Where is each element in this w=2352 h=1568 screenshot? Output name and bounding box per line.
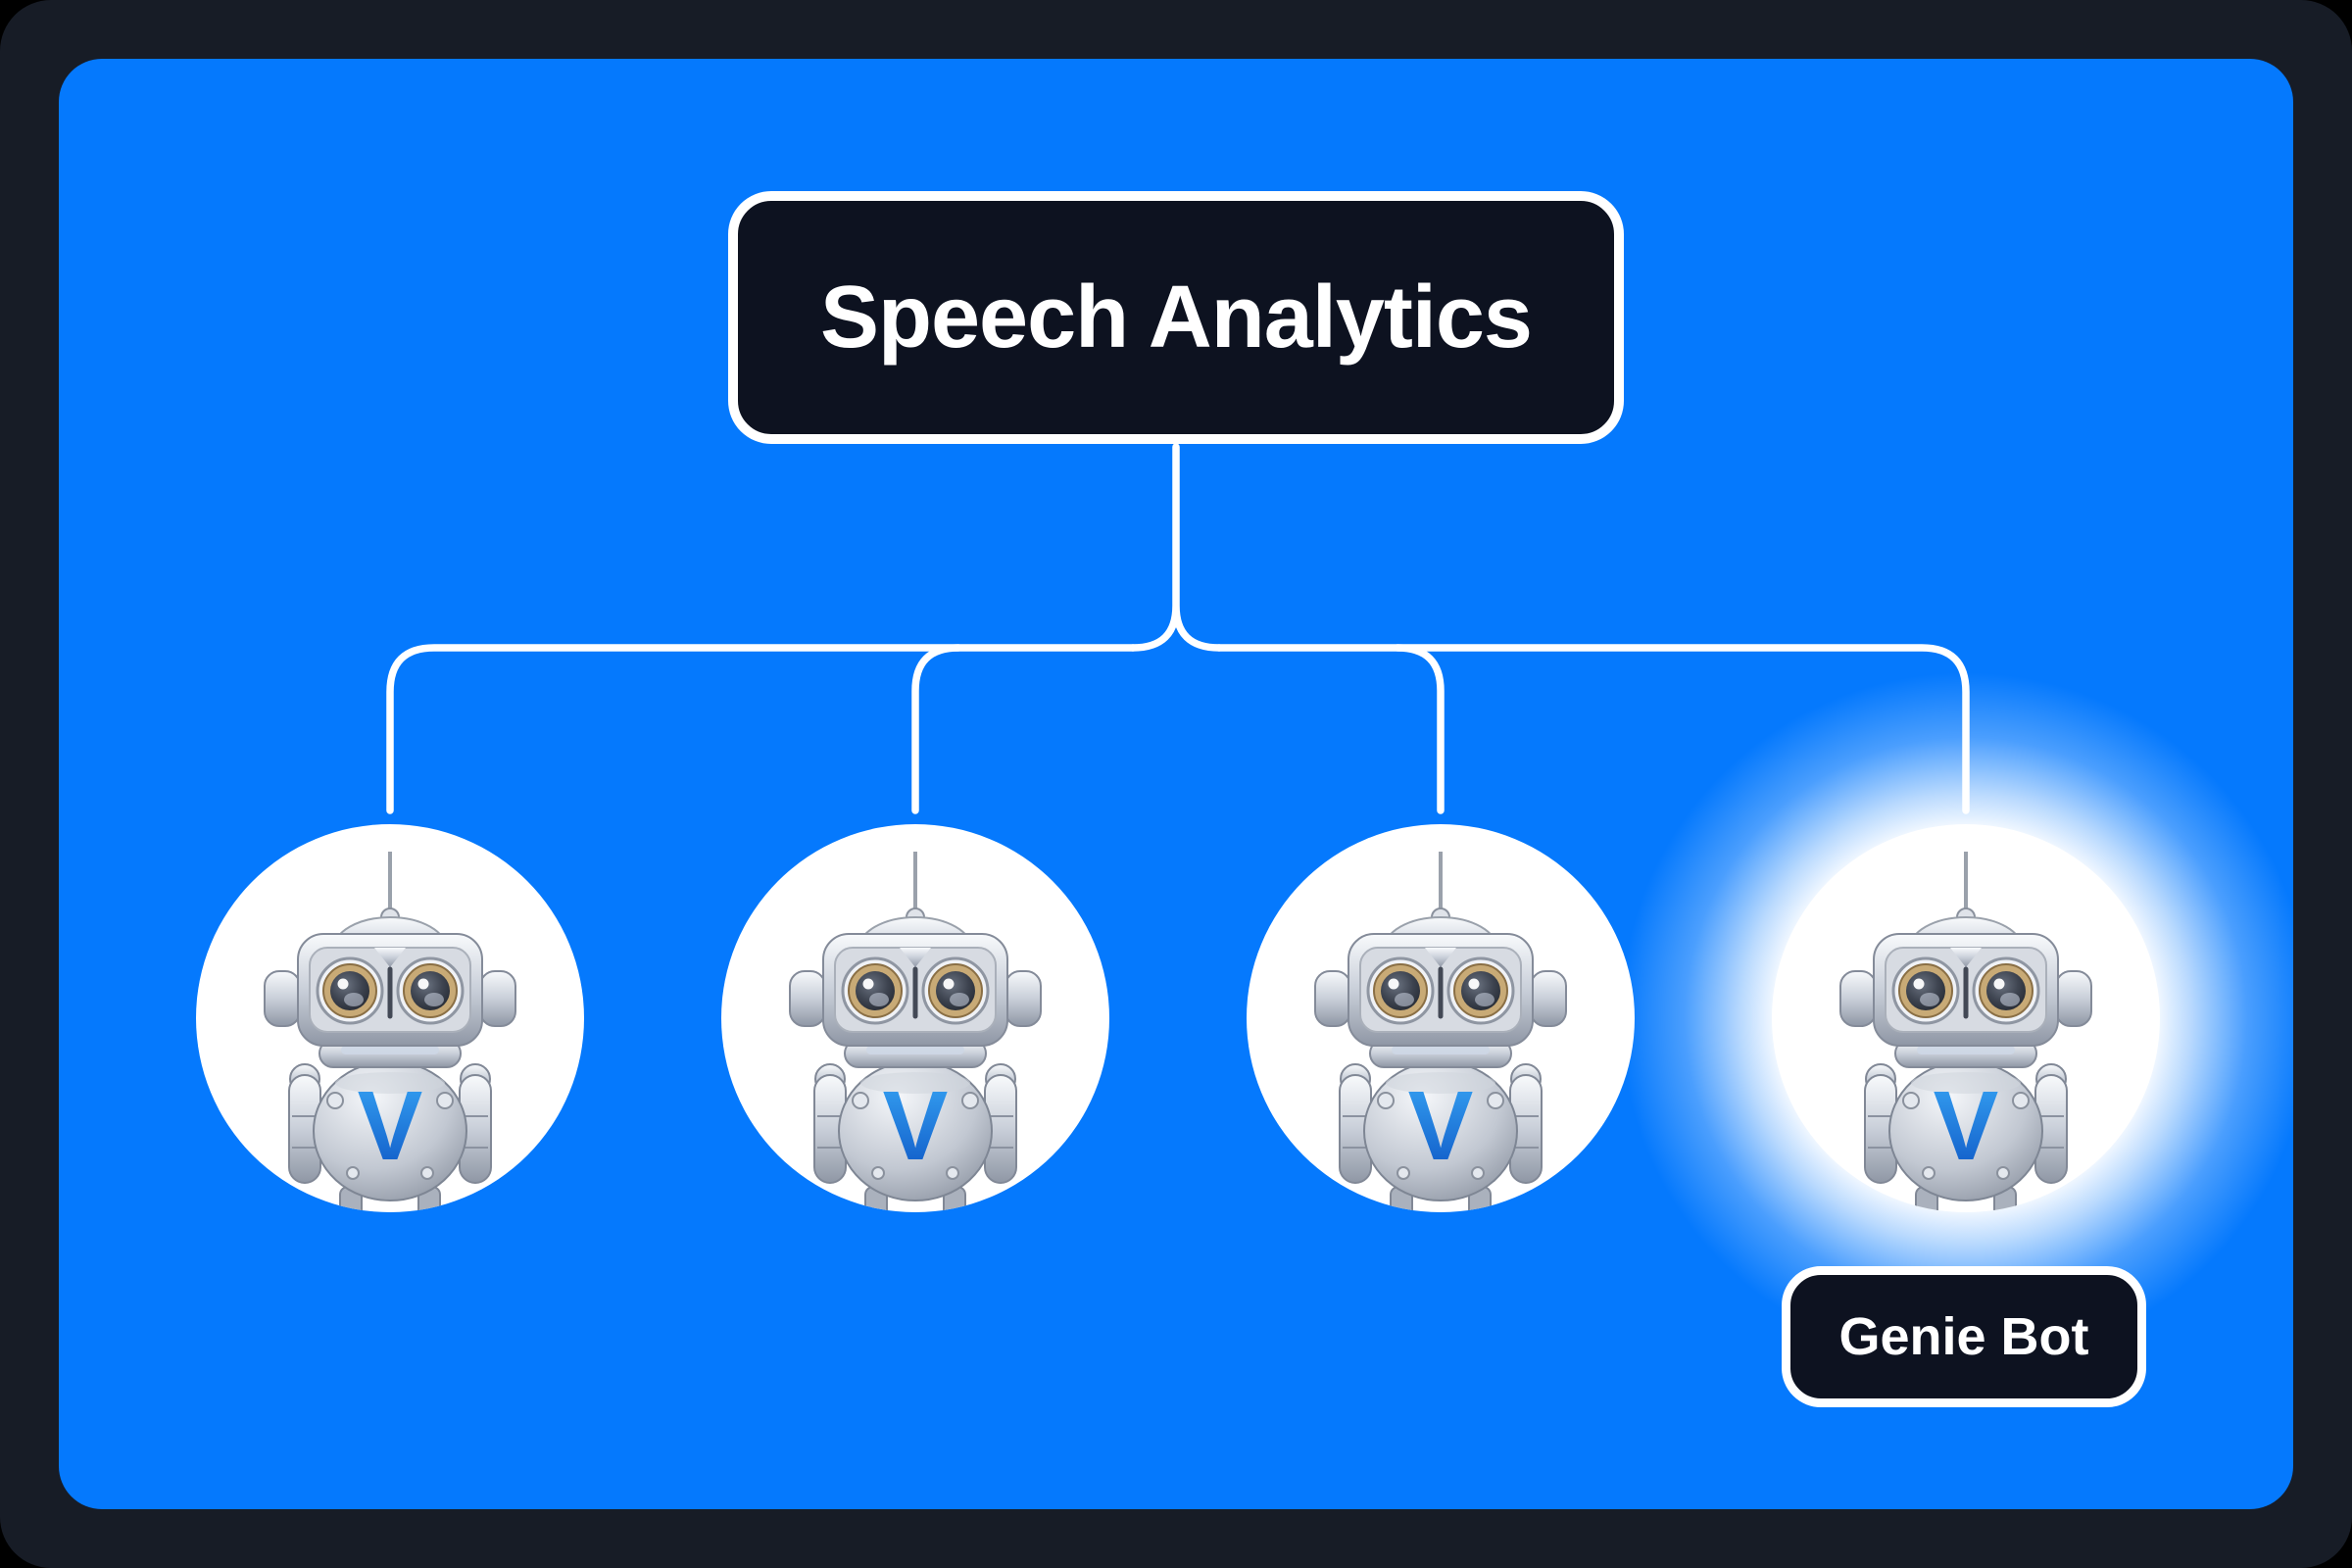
bot-node-4-highlighted <box>1770 822 2162 1214</box>
robot-icon <box>1770 822 2162 1214</box>
genie-bot-label: Genie Bot <box>1782 1266 2146 1407</box>
connector-bus-right <box>1215 644 1970 814</box>
connector-branch-2 <box>911 644 962 814</box>
connector-bus-left <box>386 644 1137 814</box>
root-node-label: Speech Analytics <box>820 268 1533 367</box>
robot-icon <box>194 822 586 1214</box>
genie-bot-label-text: Genie Bot <box>1838 1307 2089 1366</box>
bot-node-1 <box>194 822 586 1214</box>
blue-panel: Speech Analytics Genie Bot <box>59 59 2293 1509</box>
bot-node-3 <box>1245 822 1637 1214</box>
root-node: Speech Analytics <box>728 191 1624 444</box>
robot-icon <box>719 822 1111 1214</box>
connector-branch-3 <box>1394 644 1445 814</box>
connector-stem <box>1129 443 1223 652</box>
robot-icon <box>1245 822 1637 1214</box>
bot-node-2 <box>719 822 1111 1214</box>
